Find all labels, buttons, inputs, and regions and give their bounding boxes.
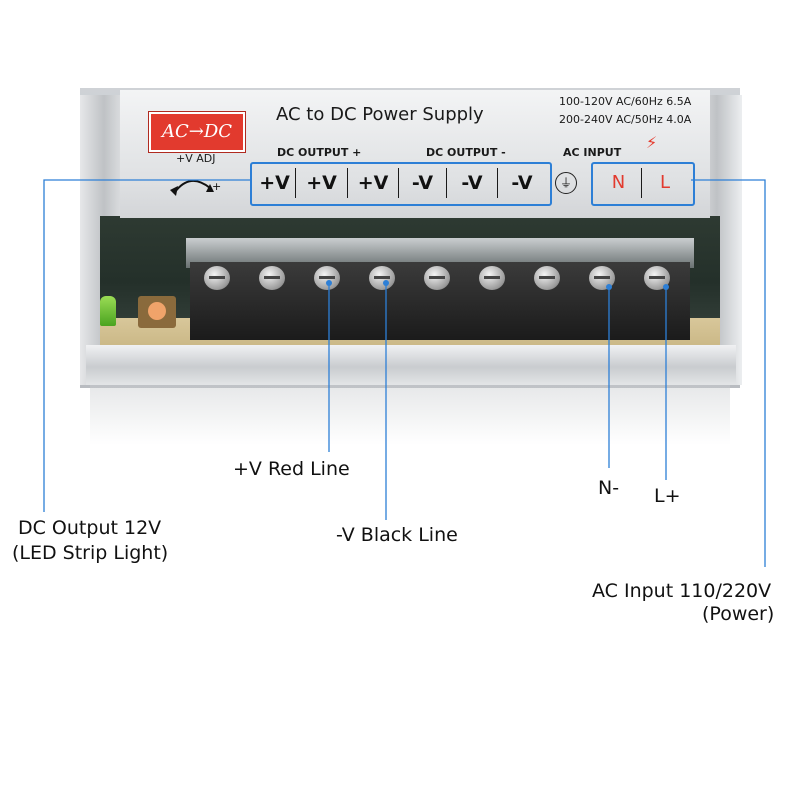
black-line-callout: -V Black Line (336, 524, 458, 546)
terminal-screw (369, 266, 395, 290)
adjust-label: +V ADJ (176, 152, 216, 165)
spec-line-2: 200-240V AC/50Hz 4.0A (559, 113, 692, 126)
svg-text:+: + (212, 180, 221, 193)
dc-terminal-minus-2: -V (447, 168, 498, 198)
ac-input-callout-line1: AC Input 110/220V (592, 580, 772, 602)
dc-terminal-minus-3: -V (511, 172, 533, 194)
terminal-screw (314, 266, 340, 290)
terminal-screw (259, 266, 285, 290)
surface-reflection (90, 385, 730, 445)
ac-input-highlight-frame (591, 162, 695, 206)
dc-terminal-minus-1: -V (399, 168, 447, 198)
spec-line-1: 100-120V AC/60Hz 6.5A (559, 95, 692, 108)
dc-output-minus-label: DC OUTPUT - (426, 146, 506, 159)
ac-input-leader (691, 179, 766, 567)
dc-terminal-plus-1: +V (254, 168, 296, 198)
lightning-icon: ⚡ (646, 133, 658, 152)
terminal-screw (534, 266, 560, 290)
ground-icon: ⏚ (555, 172, 577, 194)
dc-output-highlight-frame (250, 162, 552, 206)
ac-input-label: AC INPUT (563, 146, 622, 159)
dc-terminal-plus-3: +V (348, 168, 399, 198)
red-line-callout: +V Red Line (233, 458, 350, 480)
brand-badge: AC→DC (149, 112, 245, 152)
l-plus-callout: L+ (654, 485, 681, 507)
dc-output-plus-label: DC OUTPUT + (277, 146, 362, 159)
label-plate (120, 90, 710, 218)
ac-terminal-n: N (596, 168, 642, 198)
dc-output-leader (43, 179, 250, 512)
device-title: AC to DC Power Supply (276, 104, 484, 125)
n-minus-callout: N- (598, 477, 620, 499)
indicator-led (100, 296, 116, 326)
voltage-adjust-potentiometer (138, 296, 176, 328)
ac-terminal-l: L (659, 172, 671, 193)
terminal-screw (479, 266, 505, 290)
dc-terminal-plus-2: +V (296, 168, 348, 198)
terminal-screw (424, 266, 450, 290)
dc-output-callout-line1: DC Output 12V (18, 517, 162, 539)
terminal-screw (204, 266, 230, 290)
ac-input-callout-line2: (Power) (702, 603, 775, 625)
bottom-rail (86, 345, 736, 385)
dc-output-callout-line2: (LED Strip Light) (12, 542, 169, 564)
